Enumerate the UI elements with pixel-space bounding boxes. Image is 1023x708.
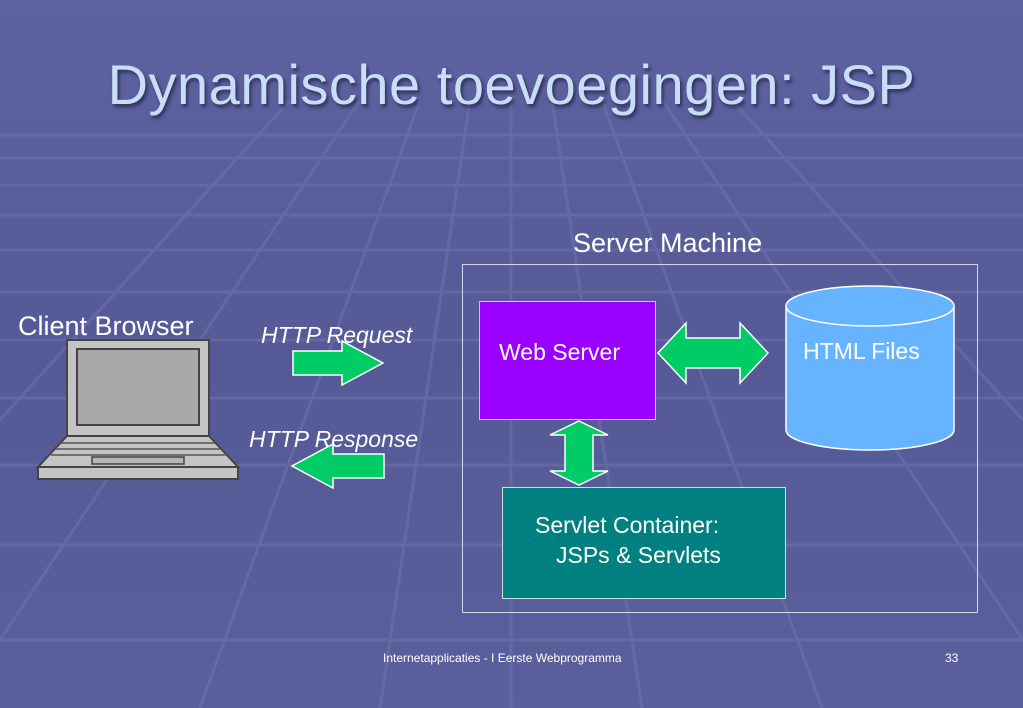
page-number: 33	[945, 651, 959, 665]
request-arrow	[292, 340, 385, 386]
bidirectional-arrow-horizontal	[656, 321, 770, 385]
servlet-container-box: Servlet Container: JSPs & Servlets	[502, 487, 786, 599]
laptop-icon	[35, 339, 241, 480]
server-machine-frame	[462, 264, 978, 613]
web-server-label: Web Server	[499, 339, 621, 365]
database-cylinder-icon	[785, 285, 955, 451]
html-files-label: HTML Files	[803, 338, 920, 364]
client-browser-label: Client Browser	[18, 311, 194, 341]
servlet-container-sublabel: JSPs & Servlets	[556, 542, 721, 568]
slide-title: Dynamische toevoegingen: JSP	[107, 53, 916, 116]
server-machine-label: Server Machine	[573, 228, 763, 258]
slide-footer: Internetapplicaties - I Eerste Webprogra…	[383, 651, 622, 665]
bidirectional-arrow-vertical	[549, 420, 609, 486]
servlet-container-label: Servlet Container:	[535, 512, 720, 538]
web-server-box: Web Server	[479, 301, 656, 420]
response-arrow	[290, 443, 385, 489]
http-request-label: HTTP Request	[261, 322, 413, 348]
